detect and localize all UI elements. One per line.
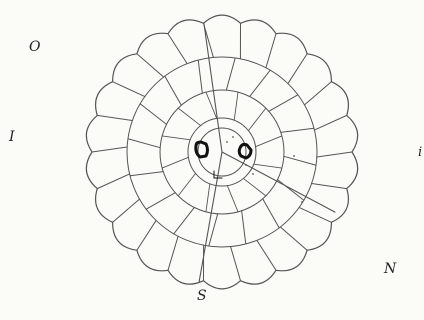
outer-radial-wall <box>113 199 140 222</box>
outer-radial-wall <box>266 34 276 68</box>
inner-radial-wall <box>227 186 238 212</box>
inner-radial-wall <box>243 178 265 195</box>
speckle <box>252 173 254 175</box>
middle-radial-wall <box>284 156 316 165</box>
middle-radial-wall <box>250 70 271 96</box>
main-division-line-3 <box>199 152 222 282</box>
inner-radial-wall <box>178 108 200 125</box>
outer-radial-wall <box>257 240 276 270</box>
middle-radial-wall <box>130 172 163 176</box>
inner-radial-wall <box>162 136 190 140</box>
outer-radial-wall <box>317 152 352 157</box>
outer-radial-wall <box>288 54 307 84</box>
middle-radial-wall <box>226 58 235 90</box>
inner-radial-wall <box>162 157 188 168</box>
inner-radial-wall <box>256 136 282 147</box>
inner-radial-wall <box>248 108 265 130</box>
outer-radial-wall <box>168 236 178 270</box>
outer-radial-wall <box>113 82 145 97</box>
middle-radial-wall <box>263 199 279 228</box>
speckle <box>226 141 228 143</box>
speckle <box>245 164 247 166</box>
label-n: N <box>384 262 396 276</box>
outer-radial-wall <box>231 247 241 281</box>
outer-radial-wall <box>168 34 187 64</box>
middle-radial-wall <box>128 139 160 148</box>
central-cell-left <box>196 142 208 157</box>
outer-radial-wall <box>92 147 127 152</box>
main-division-line-1 <box>204 23 222 152</box>
label-e: i <box>418 146 422 159</box>
outer-radial-wall <box>314 115 346 130</box>
label-i: I <box>9 130 15 144</box>
inner-radial-wall <box>178 173 195 195</box>
outer-radial-wall <box>299 207 331 222</box>
outer-radial-wall <box>137 220 156 250</box>
middle-radial-wall <box>277 180 303 201</box>
inner-radial-wall <box>234 92 238 120</box>
middle-radial-wall <box>140 104 166 125</box>
outer-radial-wall <box>97 115 132 120</box>
outer-radial-wall <box>280 227 307 250</box>
outer-radial-wall <box>304 82 331 105</box>
speckle <box>301 201 303 203</box>
middle-radial-wall <box>281 128 314 132</box>
middle-radial-wall <box>174 207 195 233</box>
outer-radial-wall <box>97 174 129 189</box>
inner-radial-wall <box>206 184 210 212</box>
label-s: S <box>197 289 207 303</box>
middle-radial-wall <box>242 211 246 244</box>
middle-radial-wall <box>269 95 298 111</box>
middle-radial-wall <box>165 76 181 105</box>
middle-radial-wall <box>146 193 175 209</box>
middle-radial-wall <box>198 60 202 93</box>
speckle <box>293 155 295 157</box>
label-o: O <box>29 40 40 54</box>
outer-radial-wall <box>137 54 164 77</box>
inner-radial-wall <box>254 164 282 168</box>
speckle <box>232 136 234 138</box>
outer-radial-wall <box>312 183 347 188</box>
